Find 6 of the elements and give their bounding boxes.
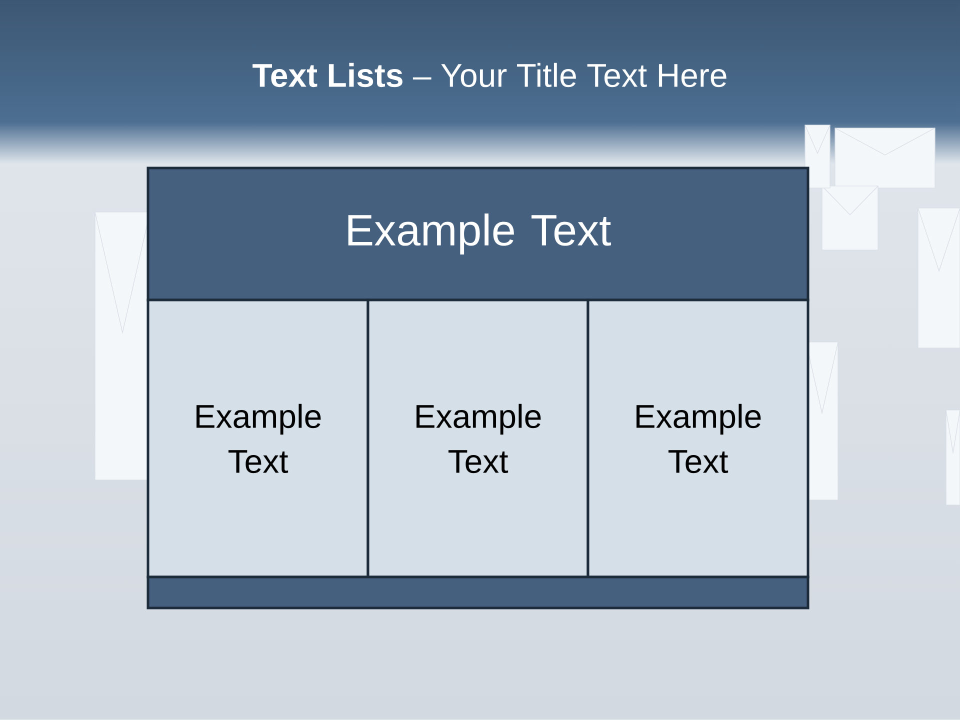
text-cell: Example Text (366, 298, 590, 578)
header-band: Example Text (146, 166, 810, 302)
footer-band (146, 576, 810, 610)
text-cell: Example Text (586, 298, 810, 578)
text-cell: Example Text (146, 298, 370, 578)
title: Text Lists – Your Title Text Here (252, 62, 726, 88)
